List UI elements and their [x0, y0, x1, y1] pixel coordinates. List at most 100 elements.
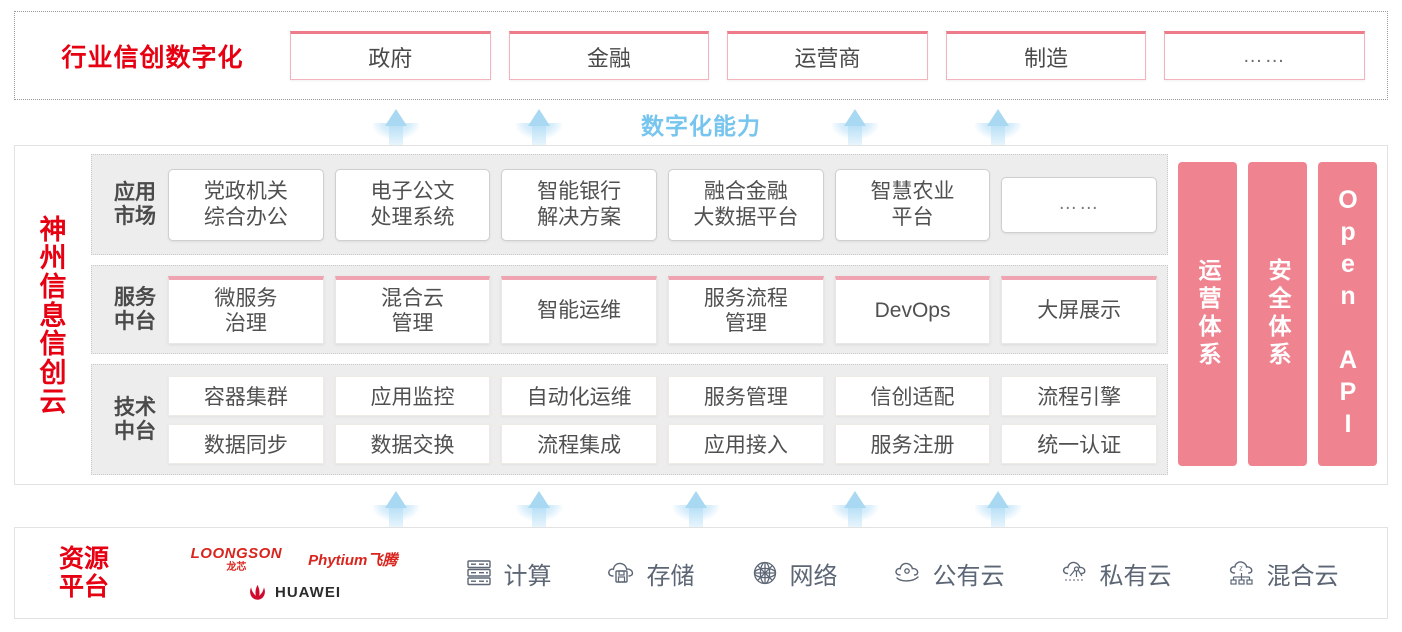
- svg-text:z: z: [1239, 566, 1243, 573]
- resource-item-label: 混合云: [1266, 562, 1339, 590]
- tech-card-automated-ops[interactable]: 自动化运维: [501, 375, 658, 416]
- tech-card-service-registry[interactable]: 服务注册: [834, 423, 991, 464]
- cloud-title-char: 云: [39, 386, 67, 417]
- up-arrow-icon: [673, 491, 719, 527]
- resource-item-label: 公有云: [932, 562, 1005, 590]
- huawei-logo-text: HUAWEI: [275, 583, 341, 601]
- resource-item-label: 私有云: [1099, 562, 1172, 590]
- tech-card-container-cluster[interactable]: 容器集群: [168, 375, 324, 416]
- card-line: 管理: [724, 312, 767, 335]
- app-card-gov-office[interactable]: 党政机关 综合办公: [168, 168, 324, 241]
- app-card-edoc-system[interactable]: 电子公文 处理系统: [334, 168, 491, 241]
- pillar-label: 安全体系: [1265, 258, 1291, 370]
- tech-card-app-access[interactable]: 应用接入: [668, 423, 824, 464]
- layer-app-market-cards: 党政机关 综合办公 电子公文 处理系统 智能银行: [168, 168, 1158, 241]
- huawei-flower-icon: [250, 584, 265, 600]
- industry-band: 行业信创数字化 政府 金融 运营商 制造 ……: [14, 11, 1388, 100]
- app-card-finance-bigdata[interactable]: 融合金融 大数据平台: [668, 168, 824, 241]
- tech-card-app-monitoring[interactable]: 应用监控: [334, 375, 491, 416]
- resource-item-hybrid-cloud[interactable]: z 混合云: [1225, 556, 1339, 591]
- phytium-logo: Phytium飞腾: [308, 551, 398, 569]
- resource-item-label: 计算: [503, 562, 552, 590]
- private-cloud-icon: [1062, 561, 1085, 581]
- service-card-intelligent-ops[interactable]: 智能运维: [501, 275, 658, 344]
- layer-app-market-label: 应用 市场: [102, 181, 168, 228]
- industry-tab-government[interactable]: 政府: [290, 31, 491, 80]
- service-card-dashboard[interactable]: 大屏展示: [1001, 275, 1158, 344]
- resource-platform-section: 资源 平台 LOONGSON 龙芯 Phytium飞腾 HUAWEI: [14, 527, 1388, 619]
- card-line: 微服务: [214, 286, 278, 310]
- pillar-label: Open API: [1334, 186, 1362, 442]
- resource-item-private-cloud[interactable]: 私有云: [1058, 556, 1172, 591]
- up-arrow-icon: [373, 491, 419, 527]
- industry-band-title: 行业信创数字化: [61, 43, 244, 72]
- app-card-more[interactable]: ……: [1001, 176, 1158, 233]
- layer-label-line: 应用: [114, 180, 156, 204]
- cloud-section: 神 州 信 息 信 创 云 应用 市场 党政机关: [14, 145, 1388, 485]
- vendor-logo-group: LOONGSON 龙芯 Phytium飞腾 HUAWEI: [153, 546, 435, 601]
- up-arrow-icon: [516, 491, 562, 527]
- resource-title-line: 资源: [58, 545, 109, 573]
- cloud-pillars: 运营体系 安全体系 Open API: [1178, 154, 1377, 476]
- card-line: 服务流程: [703, 286, 788, 310]
- up-arrow-icon: [975, 109, 1021, 145]
- service-card-hybrid-cloud-mgmt[interactable]: 混合云 管理: [334, 275, 491, 344]
- pillar-security-system[interactable]: 安全体系: [1248, 162, 1307, 466]
- tech-card-unified-auth[interactable]: 统一认证: [1001, 423, 1158, 464]
- layer-tech-platform: 技术 中台 容器集群 应用监控 自动化运维 服务管理 信创适配 流程引擎: [91, 364, 1168, 475]
- card-line: 平台: [891, 205, 934, 229]
- resource-arrow-band: [0, 487, 1402, 527]
- hybrid-cloud-icon: z: [1229, 561, 1253, 585]
- service-card-devops[interactable]: DevOps: [834, 275, 991, 344]
- tech-card-process-integration[interactable]: 流程集成: [501, 423, 658, 464]
- resource-item-storage[interactable]: 存储: [605, 556, 695, 591]
- pillar-open-api[interactable]: Open API: [1318, 162, 1377, 466]
- app-card-smart-agriculture[interactable]: 智慧农业 平台: [834, 168, 991, 241]
- layer-app-market: 应用 市场 党政机关 综合办公 电子公文: [91, 154, 1168, 255]
- card-line: 解决方案: [537, 205, 622, 229]
- tech-card-service-mgmt[interactable]: 服务管理: [668, 375, 824, 416]
- cloud-title-char: 神: [39, 214, 67, 245]
- cloud-title-char: 州: [39, 243, 67, 274]
- vendor-row: HUAWEI: [247, 584, 341, 601]
- card-line: 智慧农业: [870, 180, 955, 204]
- resource-item-public-cloud[interactable]: 公有云: [891, 556, 1005, 591]
- layer-label-line: 服务: [114, 285, 156, 309]
- tech-card-data-sync[interactable]: 数据同步: [168, 423, 324, 464]
- network-icon: [753, 561, 776, 585]
- layer-label-line: 技术: [114, 395, 156, 419]
- cloud-title-char: 创: [39, 357, 67, 388]
- vendor-row: LOONGSON 龙芯 Phytium飞腾: [191, 546, 398, 573]
- layer-service-cards: 微服务 治理 混合云 管理 智能运维: [168, 275, 1158, 344]
- resource-item-network[interactable]: 网络: [748, 556, 838, 591]
- industry-tab-telecom[interactable]: 运营商: [727, 31, 928, 80]
- resource-item-label: 存储: [646, 562, 695, 590]
- resource-platform-title: 资源 平台: [15, 545, 153, 601]
- industry-tab-finance[interactable]: 金融: [508, 31, 710, 80]
- tech-card-data-exchange[interactable]: 数据交换: [334, 423, 491, 464]
- service-card-process-mgmt[interactable]: 服务流程 管理: [668, 275, 824, 344]
- card-line: 混合云: [381, 286, 444, 310]
- layer-tech-grid: 容器集群 应用监控 自动化运维 服务管理 信创适配 流程引擎 数据同步 数据交换…: [168, 375, 1158, 464]
- card-line: 智能运维: [537, 299, 622, 323]
- huawei-logo: HUAWEI: [247, 584, 341, 601]
- up-arrow-icon: [516, 109, 562, 145]
- tech-row: 容器集群 应用监控 自动化运维 服务管理 信创适配 流程引擎: [168, 375, 1158, 416]
- cloud-title-char: 信: [39, 272, 67, 303]
- industry-tab-manufacturing[interactable]: 制造: [945, 31, 1147, 80]
- card-line: 处理系统: [370, 205, 455, 229]
- card-line: 综合办公: [203, 205, 288, 229]
- tech-card-xinchuang-adaptation[interactable]: 信创适配: [834, 375, 991, 416]
- app-card-smart-bank[interactable]: 智能银行 解决方案: [501, 168, 658, 241]
- cloud-section-title: 神 州 信 息 信 创 云: [15, 146, 91, 484]
- cloud-title-char: 息: [39, 300, 67, 331]
- card-line: 管理: [391, 312, 434, 335]
- industry-tab-more[interactable]: ……: [1164, 31, 1365, 80]
- digital-capability-label: 数字化能力: [641, 113, 761, 139]
- pillar-operations-system[interactable]: 运营体系: [1178, 162, 1237, 466]
- tech-card-process-engine[interactable]: 流程引擎: [1001, 375, 1158, 416]
- service-card-microservice-governance[interactable]: 微服务 治理: [168, 275, 324, 344]
- layer-tech-platform-label: 技术 中台: [102, 396, 168, 443]
- resource-item-compute[interactable]: 计算: [462, 556, 552, 591]
